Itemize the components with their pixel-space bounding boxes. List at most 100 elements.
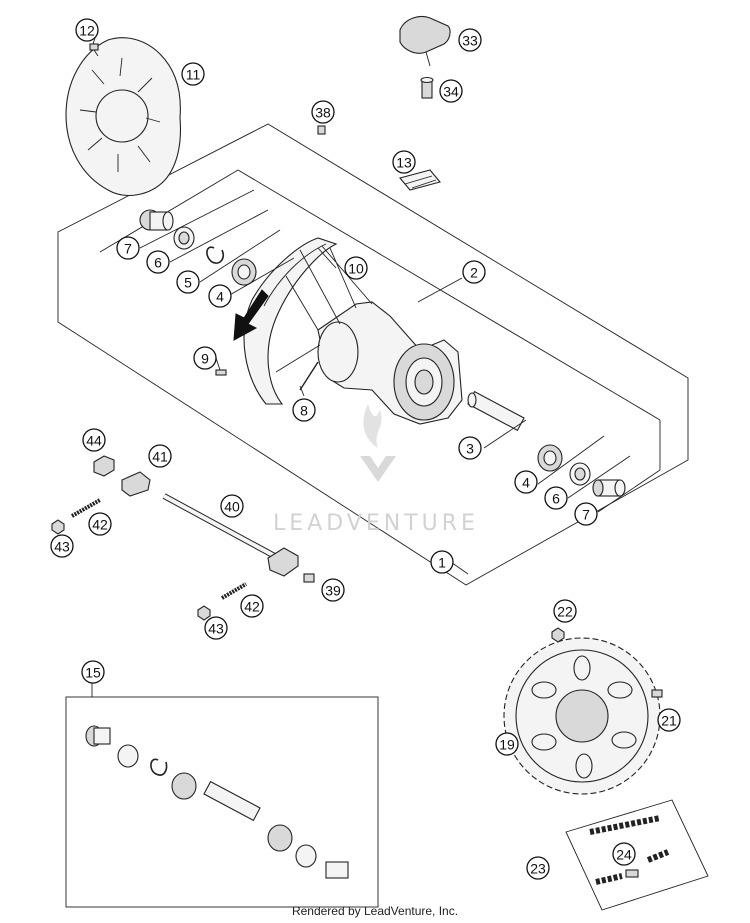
- callout-number: 7: [582, 507, 590, 523]
- callout-circle: [240, 594, 264, 618]
- rim-tape: [399, 169, 441, 191]
- callout-24: 24: [612, 842, 636, 866]
- callout-number: 34: [443, 84, 459, 100]
- callout-2: 2: [462, 260, 486, 284]
- callout-number: 1: [438, 555, 446, 571]
- chain-adjuster-left: [121, 471, 151, 497]
- callout-39: 39: [321, 578, 345, 602]
- bearing-kit-parts: [85, 725, 349, 879]
- callout-6: 6: [146, 250, 170, 274]
- drive-chain: [589, 815, 670, 885]
- callout-circle: [458, 28, 482, 52]
- callout-circle: [146, 250, 170, 274]
- callout-number: 10: [348, 261, 364, 277]
- callout-23: 23: [526, 856, 550, 880]
- chain-slider-block: [399, 15, 451, 67]
- callout-12: 12: [75, 18, 99, 42]
- callout-number: 38: [315, 105, 331, 121]
- chain-kit-frame: [565, 799, 709, 911]
- callout-number: 21: [661, 713, 677, 729]
- callout-circle: [458, 436, 482, 460]
- spacer-right: [592, 479, 626, 497]
- chain-master-link: [625, 869, 639, 878]
- footer-credit: Rendered by LeadVenture, Inc.: [291, 904, 459, 918]
- callout-number: 6: [154, 255, 162, 271]
- callout-44: 44: [82, 428, 106, 452]
- callout-43: 43: [50, 534, 74, 558]
- callout-circle: [495, 732, 519, 756]
- callout-8: 8: [292, 398, 316, 422]
- callout-22: 22: [553, 599, 577, 623]
- distance-sleeve: [467, 390, 525, 432]
- callout-number: 42: [92, 517, 108, 533]
- lock-nut-right: [197, 605, 211, 621]
- callout-number: 13: [396, 155, 412, 171]
- callout-circle: [193, 346, 217, 370]
- watermark-text: LEADVENTURE: [273, 511, 479, 536]
- spoke-nipple: [215, 369, 227, 376]
- callout-number: 11: [186, 67, 201, 83]
- bearing-left: [231, 258, 257, 286]
- callout-42: 42: [88, 512, 112, 536]
- callout-circle: [208, 284, 232, 308]
- callout-circle: [204, 616, 228, 640]
- callout-4: 4: [514, 470, 538, 494]
- bearing-kit-frame: [65, 696, 379, 908]
- bearing-right: [537, 444, 563, 472]
- circlip: [206, 246, 225, 264]
- callout-circle: [439, 79, 463, 103]
- callout-number: 39: [325, 583, 341, 599]
- callout-11: 11: [181, 62, 205, 86]
- callout-10: 10: [344, 256, 368, 280]
- callout-1: 1: [430, 550, 454, 574]
- callout-number: 6: [552, 491, 560, 507]
- lock-nut-left: [51, 519, 65, 535]
- callout-33: 33: [458, 28, 482, 52]
- adjusting-screw-right: [220, 582, 248, 600]
- callout-15: 15: [81, 660, 105, 684]
- shaft-seal-left: [173, 226, 195, 250]
- valve-cap: [317, 125, 326, 135]
- callout-number: 7: [124, 241, 132, 257]
- callout-circle: [292, 398, 316, 422]
- callout-number: 5: [184, 275, 192, 291]
- callout-number: 15: [85, 665, 101, 681]
- disc-bolt: [89, 43, 99, 57]
- callout-19: 19: [495, 732, 519, 756]
- callout-number: 43: [208, 621, 224, 637]
- callout-circle: [311, 100, 335, 124]
- callout-circle: [462, 260, 486, 284]
- callout-circle: [544, 486, 568, 510]
- callout-circle: [612, 842, 636, 866]
- callout-circle: [526, 856, 550, 880]
- callout-circle: [81, 660, 105, 684]
- callout-3: 3: [458, 436, 482, 460]
- callout-21: 21: [657, 708, 681, 732]
- sprocket-nut: [551, 627, 565, 643]
- callout-number: 40: [224, 499, 240, 515]
- callout-42: 42: [240, 594, 264, 618]
- callout-number: 4: [522, 475, 530, 491]
- watermark: LEADVENTURE: [273, 404, 479, 536]
- axle-nut: [93, 455, 115, 477]
- callout-34: 34: [439, 79, 463, 103]
- callout-number: 41: [152, 449, 168, 465]
- callout-circle: [88, 512, 112, 536]
- callout-number: 23: [530, 861, 546, 877]
- rim: [243, 237, 338, 405]
- callout-number: 43: [54, 539, 70, 555]
- callout-circle: [176, 270, 200, 294]
- callout-circle: [220, 494, 244, 518]
- callout-number: 12: [79, 23, 95, 39]
- brake-disc: [65, 37, 181, 196]
- spoke: [299, 361, 319, 391]
- callout-number: 22: [557, 604, 573, 620]
- adjusting-screw-left: [71, 498, 101, 518]
- shaft-seal-right: [569, 462, 591, 486]
- axle-screw: [303, 573, 315, 583]
- callout-number: 3: [466, 441, 474, 457]
- spacer-bolt: [420, 76, 434, 99]
- spacer-left: [139, 209, 174, 231]
- callout-13: 13: [392, 150, 416, 174]
